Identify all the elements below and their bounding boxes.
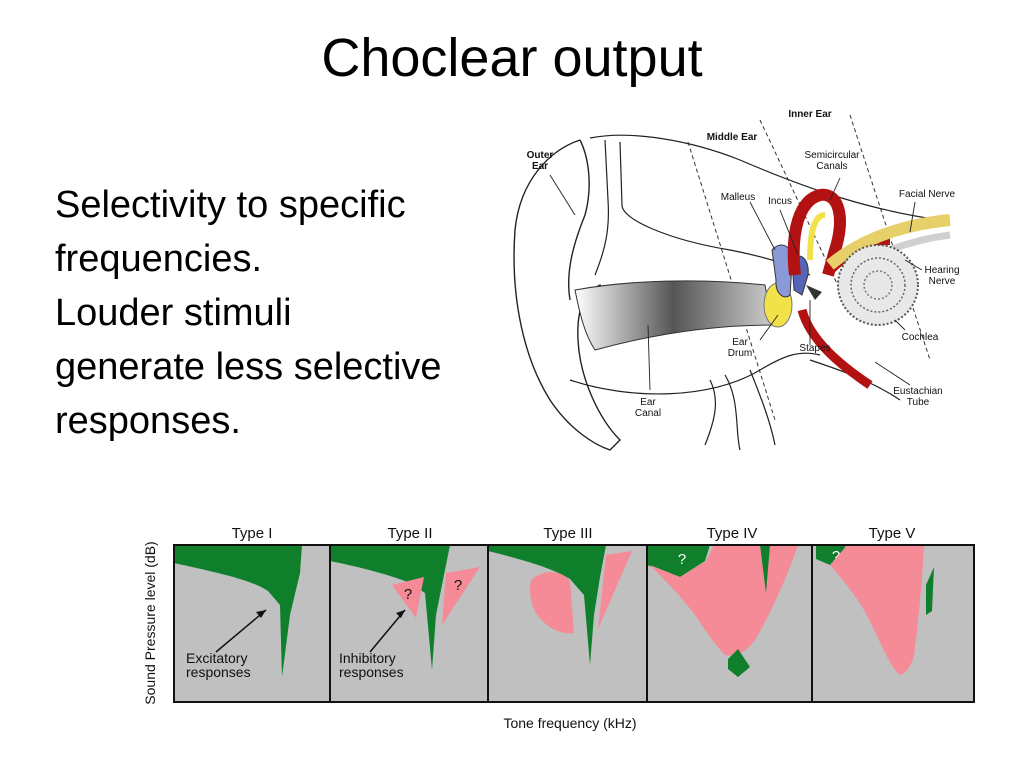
stapes-shape	[806, 285, 822, 300]
label-inner-ear: Inner Ear	[788, 109, 831, 120]
label-eustachian-tube: Eustachian	[893, 386, 942, 397]
body-line: generate less selective	[55, 346, 442, 388]
cochlea-shape	[837, 244, 919, 326]
body-line: frequencies.	[55, 238, 263, 280]
excitatory-area	[488, 545, 606, 665]
eustachian-tube-shape	[797, 308, 873, 389]
label-eustachian-tube: Tube	[907, 397, 930, 408]
label-hearing-nerve: Hearing	[924, 265, 959, 276]
label-hearing-nerve: Nerve	[929, 276, 956, 287]
panel-title-type-3: Type III	[543, 525, 592, 542]
outer-ear-pointer	[549, 174, 576, 216]
inhibitory-area	[529, 572, 574, 634]
inhibitory-arrow	[369, 609, 406, 653]
skull-outline	[589, 134, 941, 221]
question-mark: ?	[678, 551, 686, 568]
panel-title-type-2: Type II	[387, 525, 432, 542]
excitatory-arrow	[215, 609, 267, 653]
label-semicircular-canals: Canals	[816, 161, 847, 172]
panel-type-4: ?	[647, 545, 812, 702]
excitatory-area	[174, 545, 302, 677]
cochlea-apex	[863, 270, 893, 300]
label-malleus: Malleus	[721, 192, 755, 203]
ear-labels: Outer Ear Middle Ear Inner Ear Semicircu…	[527, 109, 960, 419]
slide-body: Selectivity to specific frequencies. Lou…	[55, 178, 485, 448]
pinna-fold	[567, 139, 590, 301]
inhibitory-area	[830, 545, 924, 675]
tuning-curve-types-figure: Sound Pressure level (dB) Tone frequency…	[142, 525, 975, 731]
slide-title: Choclear output	[321, 28, 703, 88]
excitatory-arrow-head	[256, 610, 266, 618]
label-facial-nerve: Facial Nerve	[899, 189, 956, 200]
panel-type-1: Excitatory responses	[174, 545, 330, 702]
cochlea-turn	[850, 257, 906, 313]
body-line: responses.	[55, 400, 241, 442]
label-cochlea: Cochlea	[902, 332, 939, 343]
panel-title-type-4: Type IV	[707, 525, 758, 542]
excitatory-area	[647, 545, 710, 577]
excitatory-area	[728, 649, 750, 677]
panel-type-2: ? ? Inhibitory responses	[330, 545, 488, 702]
label-incus: Incus	[768, 196, 792, 207]
inhibitory-arrow-head	[396, 610, 405, 618]
semicircular-canal-outer	[787, 188, 846, 277]
inhibitory-area	[650, 545, 798, 656]
label-pointers	[647, 177, 923, 391]
question-mark: ?	[404, 586, 412, 603]
panel-borders	[173, 544, 975, 703]
label-ear-drum: Drum	[728, 348, 752, 359]
semicircular-canal-inner	[807, 212, 826, 261]
label-middle-ear: Middle Ear	[707, 132, 758, 143]
inhibitory-label: Inhibitory	[339, 650, 396, 666]
label-ear-canal: Canal	[635, 408, 661, 419]
jaw-line	[569, 352, 821, 395]
label-semicircular-canals: Semicircular	[804, 150, 860, 161]
label-outer-ear: Ear	[532, 161, 548, 172]
excitatory-label: Excitatory	[186, 650, 247, 666]
x-axis-label: Tone frequency (kHz)	[503, 715, 636, 731]
label-ear-drum: Ear	[732, 337, 748, 348]
outer-ear-outline	[513, 139, 691, 451]
excitatory-label: responses	[186, 664, 251, 680]
malleus-shape	[771, 244, 793, 298]
ear-canal-shape	[574, 280, 773, 351]
inhibitory-area	[598, 551, 632, 629]
scalp-line	[594, 139, 610, 276]
body-line: Selectivity to specific	[55, 184, 406, 226]
label-ear-canal: Ear	[640, 397, 656, 408]
excitatory-area	[330, 545, 450, 670]
question-mark: ?	[454, 577, 462, 594]
label-outer-ear: Outer	[527, 150, 554, 161]
question-mark: ?	[832, 548, 840, 565]
ear-anatomy-diagram: Outer Ear Middle Ear Inner Ear Semicircu…	[513, 109, 960, 451]
inhibitory-area	[442, 567, 480, 625]
panel-type-5: ?	[812, 545, 974, 702]
excitatory-area	[926, 567, 934, 615]
panel-title-type-1: Type I	[232, 525, 273, 542]
facial-nerve-shape	[826, 214, 951, 270]
excitatory-area	[816, 545, 846, 565]
panel-titles: Type I Type II Type III Type IV Type V	[232, 525, 916, 542]
inhibitory-label: responses	[339, 664, 404, 680]
label-stapes: Stapes	[799, 343, 830, 354]
body-line: Louder stimuli	[55, 292, 292, 334]
inhibitory-area	[392, 577, 424, 618]
panel-title-type-5: Type V	[869, 525, 916, 542]
mastoid-structures	[704, 369, 776, 451]
excitatory-area	[760, 545, 770, 593]
y-axis-label: Sound Pressure level (dB)	[142, 541, 158, 704]
panel-type-3	[488, 545, 647, 702]
